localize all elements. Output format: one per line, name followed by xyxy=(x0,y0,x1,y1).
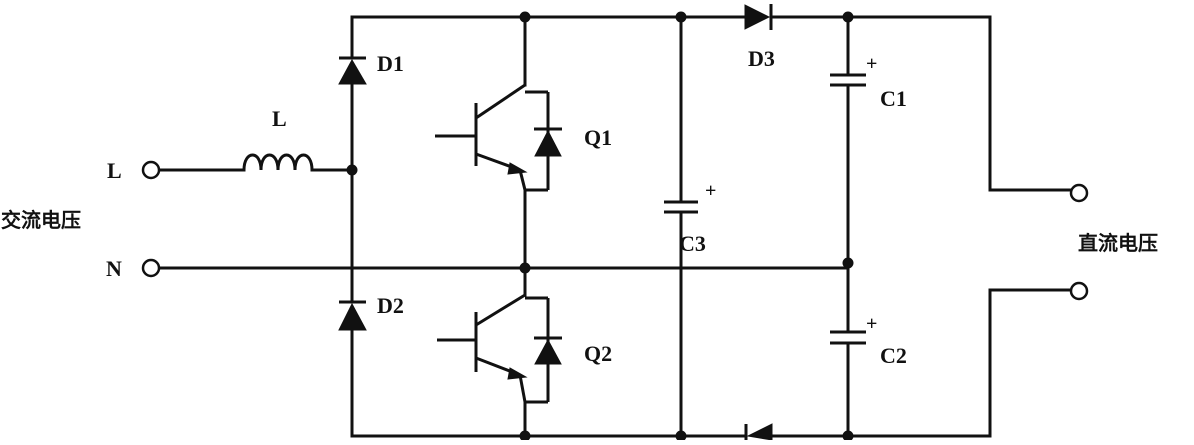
plus-c1: + xyxy=(866,53,877,75)
terminal-n xyxy=(141,258,161,278)
label-q1: Q1 xyxy=(584,125,612,150)
label-c3: C3 xyxy=(679,231,706,256)
diode-d1 xyxy=(338,56,367,85)
label-terminal-n: N xyxy=(106,256,122,281)
terminal-dc-minus xyxy=(1069,281,1089,301)
terminal-l xyxy=(141,160,161,180)
diode-d3 xyxy=(744,4,773,30)
label-d1: D1 xyxy=(377,51,404,76)
igbt-q2 xyxy=(437,293,562,404)
diode-d2 xyxy=(338,300,367,331)
label-inductor: L xyxy=(272,106,287,131)
label-c2: C2 xyxy=(880,343,907,368)
capacitor-c2 xyxy=(830,330,866,345)
label-dc-voltage: 直流电压 xyxy=(1078,231,1158,255)
label-q2: Q2 xyxy=(584,341,612,366)
inductor xyxy=(242,153,314,171)
plus-c3: + xyxy=(705,180,716,202)
label-d3: D3 xyxy=(748,46,775,71)
capacitor-c1 xyxy=(830,73,866,87)
diode-bottom xyxy=(744,423,773,441)
junction-dots xyxy=(346,11,854,442)
label-ac-voltage: 交流电压 xyxy=(1,208,81,232)
label-d2: D2 xyxy=(377,293,404,318)
wires xyxy=(158,15,1072,438)
igbt-q1 xyxy=(435,83,562,192)
label-c1: C1 xyxy=(880,86,907,111)
plus-c2: + xyxy=(866,313,877,335)
capacitor-c3 xyxy=(664,200,698,214)
terminal-dc-plus xyxy=(1069,183,1089,203)
label-terminal-l: L xyxy=(107,158,122,183)
